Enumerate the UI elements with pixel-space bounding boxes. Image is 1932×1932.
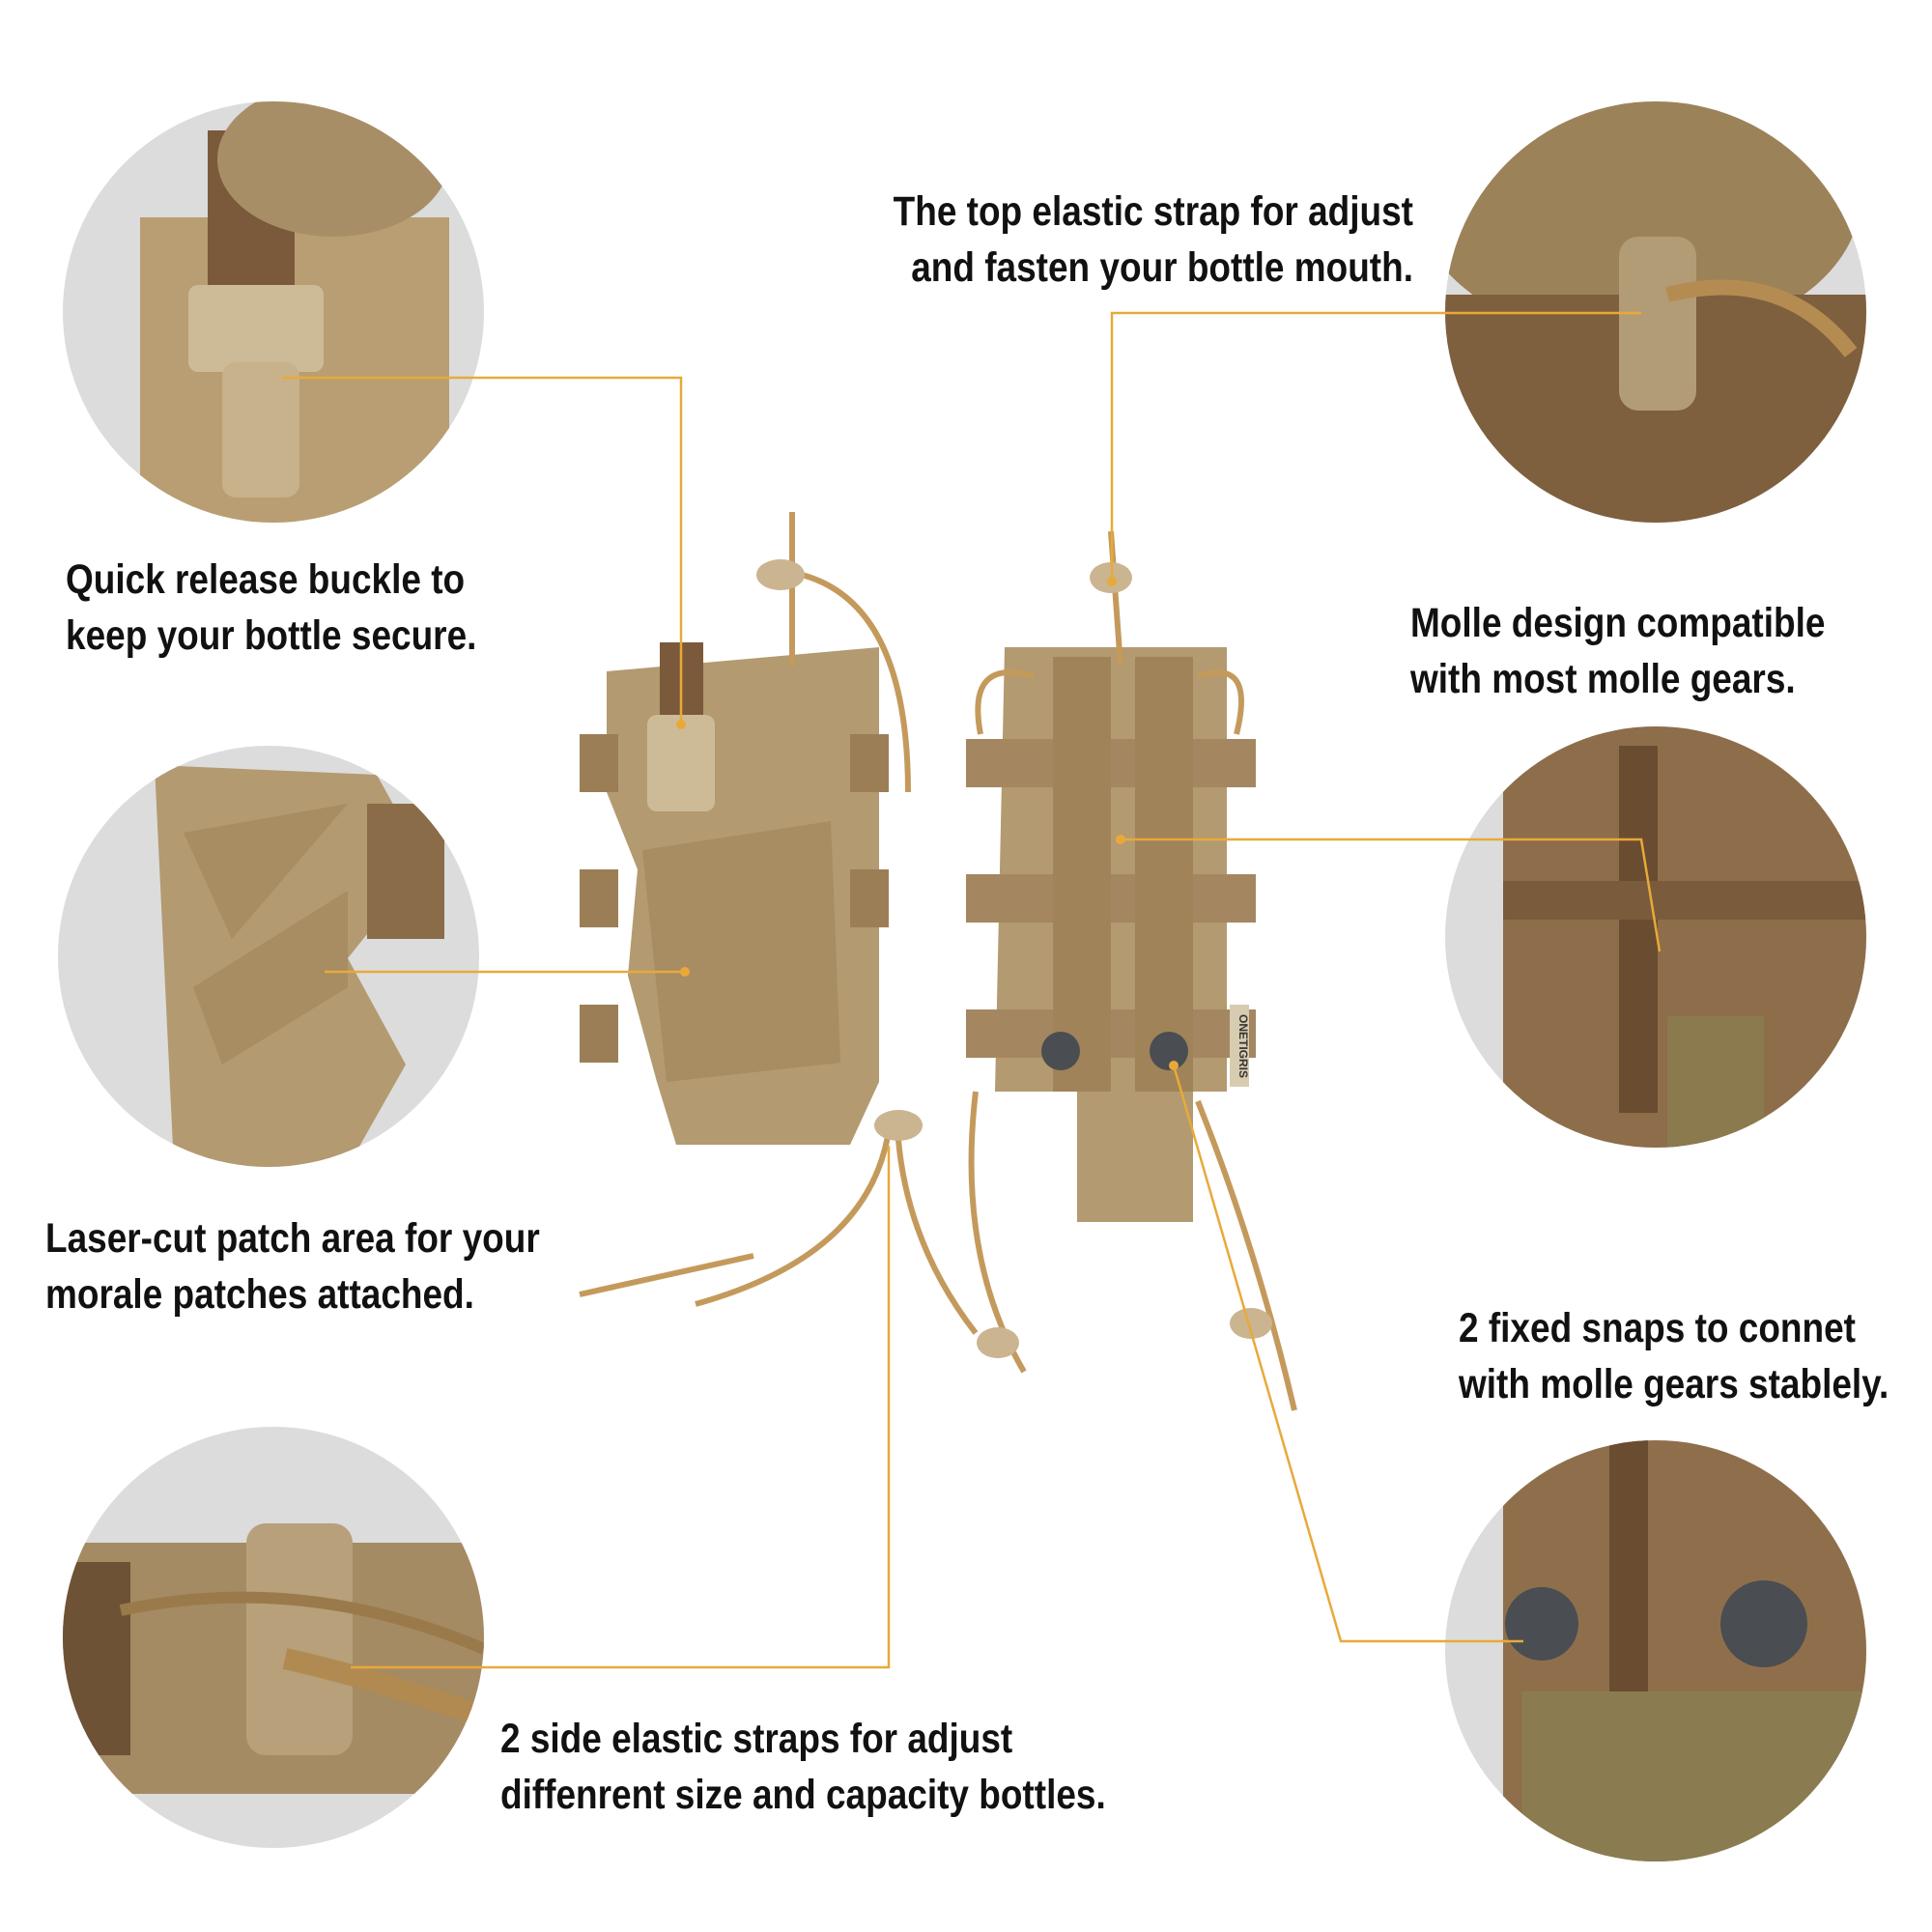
caption-line: The top elastic strap for adjust xyxy=(893,188,1413,235)
caption-line: diffenrent size and capacity bottles. xyxy=(500,1772,1106,1818)
detail-patch-image xyxy=(58,746,479,1167)
caption-molle: Molle design compatible with most molle … xyxy=(1410,595,1825,707)
caption-side-straps: 2 side elastic straps for adjust diffenr… xyxy=(500,1711,1106,1823)
caption-line: keep your bottle secure. xyxy=(66,612,477,659)
caption-line: and fasten your bottle mouth. xyxy=(911,244,1413,291)
caption-line: with molle gears stablely. xyxy=(1459,1361,1889,1407)
pouch-front xyxy=(579,512,979,1335)
caption-line: Molle design compatible xyxy=(1410,600,1826,646)
caption-patch: Laser-cut patch area for your morale pat… xyxy=(45,1210,540,1322)
brand-label: ONETIGRIS xyxy=(1236,1014,1250,1078)
caption-line: Quick release buckle to xyxy=(66,556,466,603)
caption-line: morale patches attached. xyxy=(45,1271,474,1318)
caption-line: with most molle gears. xyxy=(1410,656,1796,702)
pouch-back: ONETIGRIS xyxy=(966,530,1297,1411)
caption-snaps: 2 fixed snaps to connet with molle gears… xyxy=(1459,1300,1889,1412)
caption-line: Laser-cut patch area for your xyxy=(45,1215,540,1262)
caption-line: 2 side elastic straps for adjust xyxy=(500,1716,1013,1762)
caption-top-strap: The top elastic strap for adjust and fas… xyxy=(894,184,1413,296)
caption-line: 2 fixed snaps to connet xyxy=(1459,1305,1856,1351)
detail-buckle-image xyxy=(63,101,484,523)
caption-buckle: Quick release buckle to keep your bottle… xyxy=(66,552,476,664)
